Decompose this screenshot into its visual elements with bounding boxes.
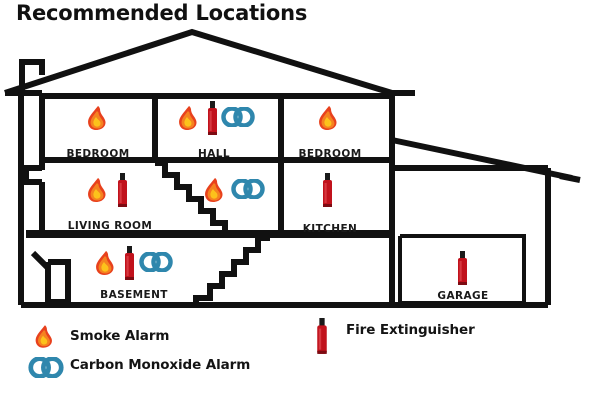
room-label-bedroom-right: BEDROOM [298,148,362,160]
water-heater-flue [30,250,51,271]
room-label-hall: HALL [198,148,230,160]
fire-extinguisher-icon [116,173,129,209]
smoke-alarm-icon [82,176,112,204]
legend-smoke-alarm-icon [30,323,58,350]
legend-carbon-monoxide-alarm-icon [28,357,64,378]
legend-label-fire-extinguisher: Fire Extinguisher [346,322,475,338]
carbon-monoxide-alarm-icon [221,107,255,127]
upper-staircase [155,160,228,233]
basement-staircase [193,235,270,305]
left-wall-jog [23,165,42,185]
smoke-alarm-icon [173,104,203,132]
carbon-monoxide-alarm-icon [139,252,173,272]
garage-roof-eave [559,173,581,183]
room-label-living-room: LIVING ROOM [67,220,153,232]
smoke-alarm-icon [313,104,343,132]
garage-roof [391,137,573,181]
water-heater [45,259,71,305]
fire-extinguisher-icon [123,246,136,282]
fire-extinguisher-icon [456,251,469,287]
page-title: Recommended Locations [16,1,308,25]
room-label-garage: GARAGE [437,290,489,302]
smoke-alarm-icon [82,104,112,132]
legend-label-carbon-monoxide-alarm: Carbon Monoxide Alarm [70,357,251,373]
chimney [19,59,45,93]
roof-line [4,28,393,96]
legend-fire-extinguisher-icon [315,318,329,356]
carbon-monoxide-alarm-icon [231,179,265,199]
smoke-alarm-icon [199,176,229,204]
room-label-kitchen: KITCHEN [302,223,358,235]
smoke-alarm-icon [90,249,120,277]
fire-extinguisher-icon [206,101,219,137]
room-label-bedroom-left: BEDROOM [66,148,130,160]
garage-interior-box [398,234,526,305]
room-label-basement: BASEMENT [100,289,168,301]
fire-extinguisher-icon [321,173,334,209]
legend-label-smoke-alarm: Smoke Alarm [70,328,170,344]
